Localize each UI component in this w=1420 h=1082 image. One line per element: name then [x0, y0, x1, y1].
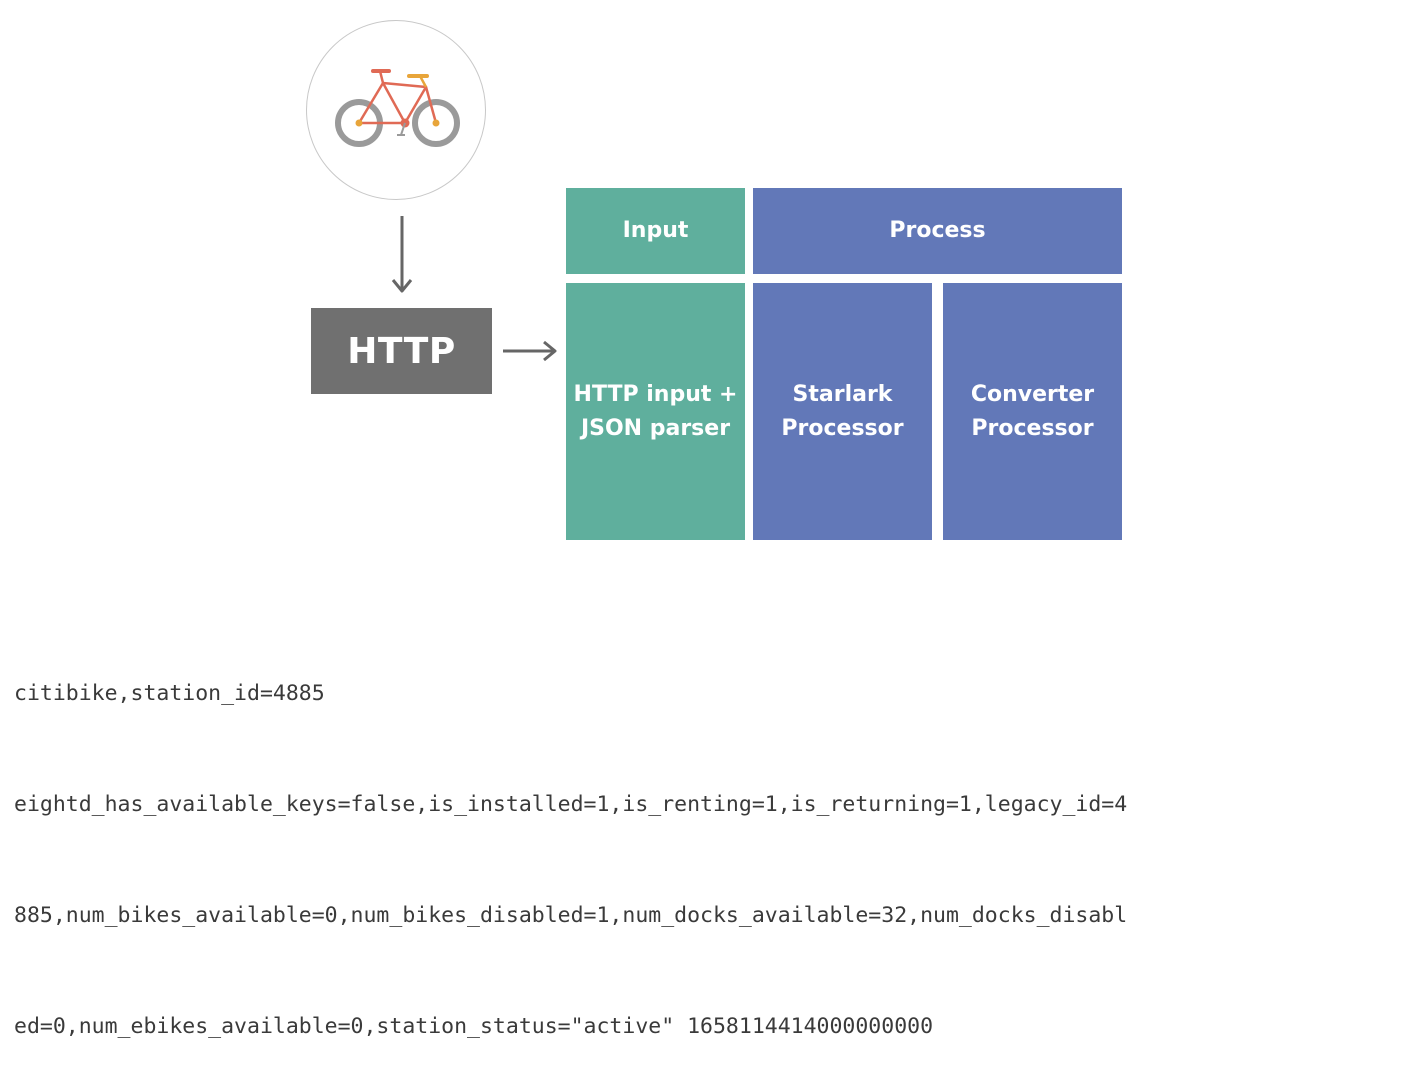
output-line: eightd_has_available_keys=false,is_insta… [14, 792, 1128, 817]
input-header: Input [566, 188, 745, 274]
process-header-label: Process [889, 218, 986, 243]
http-label: HTTP [347, 330, 456, 372]
converter-processor-line2: Processor [971, 415, 1094, 441]
input-plugin-line2: JSON parser [580, 415, 731, 441]
http-box: HTTP [311, 308, 492, 394]
converter-processor-block: Converter Processor [943, 283, 1122, 540]
starlark-processor-block: Starlark Processor [753, 283, 932, 540]
output-line: citibike,station_id=4885 [14, 681, 325, 706]
bicycle-circle [306, 20, 486, 200]
output-line: ed=0,num_ebikes_available=0,station_stat… [14, 1014, 934, 1039]
starlark-processor-line1: Starlark [792, 381, 893, 407]
line-protocol-output: citibike,station_id=4885 eightd_has_avai… [14, 601, 1414, 1082]
arrow-down-icon [391, 216, 413, 293]
converter-processor-line1: Converter [970, 381, 1095, 407]
input-header-label: Input [622, 218, 689, 243]
input-plugin-line1: HTTP input + [573, 381, 738, 407]
input-plugin-block: HTTP input + JSON parser [566, 283, 745, 540]
starlark-processor-line2: Processor [781, 415, 904, 441]
process-header: Process [753, 188, 1122, 274]
output-line: 885,num_bikes_available=0,num_bikes_disa… [14, 903, 1128, 928]
arrow-right-icon [503, 340, 557, 362]
bicycle-icon [335, 69, 460, 147]
